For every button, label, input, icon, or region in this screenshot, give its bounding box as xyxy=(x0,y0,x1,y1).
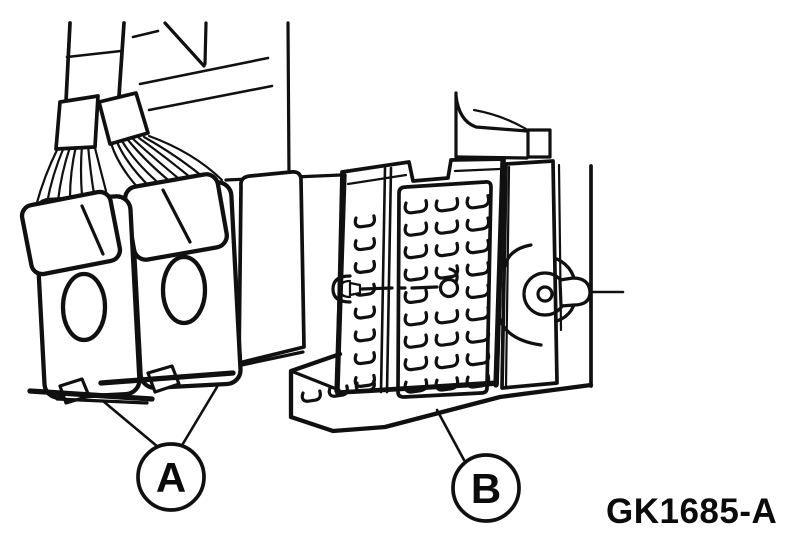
vent-grille-panel xyxy=(396,180,493,399)
mounting-bracket xyxy=(454,91,552,160)
module-side-panel xyxy=(497,159,625,390)
vent-louvre xyxy=(434,197,460,213)
vent-louvre xyxy=(465,306,491,322)
vent-louvre xyxy=(403,355,429,372)
vent-louvre xyxy=(465,350,491,367)
side-stud xyxy=(558,276,592,308)
connector-left xyxy=(19,189,236,405)
vent-row-flange xyxy=(300,379,376,403)
callout-b-label: B xyxy=(471,465,501,512)
callout-a-circle xyxy=(136,442,206,512)
harness-tape-wrap xyxy=(97,91,150,146)
vent-louvre xyxy=(403,199,429,215)
vent-louvre xyxy=(403,333,429,349)
module xyxy=(288,91,625,434)
vent-louvre xyxy=(353,351,377,366)
vent-louvre xyxy=(403,221,429,237)
vent-louvre xyxy=(434,331,460,347)
vent-column-left xyxy=(353,214,377,388)
alignment-hole xyxy=(438,277,460,299)
vent-louvre xyxy=(403,288,429,304)
vent-louvre xyxy=(465,283,491,299)
vent-louvre xyxy=(434,241,460,258)
vent-louvre xyxy=(434,219,460,235)
callout-a: A xyxy=(101,385,219,512)
vent-louvre xyxy=(354,379,376,393)
vent-louvre xyxy=(327,384,349,398)
vent-louvre xyxy=(403,266,429,282)
vent-louvre xyxy=(465,216,491,232)
rear-connector-panel xyxy=(235,170,306,368)
connector-latch-oval xyxy=(60,271,108,343)
vent-louvre xyxy=(353,259,377,274)
vent-louvre xyxy=(465,328,491,344)
connector-flap xyxy=(19,189,123,277)
vent-grille xyxy=(403,194,491,394)
vent-louvre xyxy=(353,328,377,343)
vent-louvre xyxy=(353,214,377,229)
callout-b-circle xyxy=(451,453,521,523)
vent-louvre xyxy=(465,194,491,210)
module-front-face xyxy=(334,157,506,399)
side-boss-center xyxy=(536,285,554,303)
alignment-dash-line xyxy=(360,285,439,291)
figure-code: GK1685-A xyxy=(606,492,777,531)
vent-louvre xyxy=(403,243,429,260)
mounting-bolt xyxy=(331,274,362,304)
connector-latch-oval xyxy=(160,254,208,326)
vent-louvre xyxy=(434,353,460,370)
vent-louvre xyxy=(353,237,377,252)
vent-louvre xyxy=(300,389,322,403)
vent-louvre xyxy=(465,261,491,277)
vent-louvre xyxy=(465,238,491,255)
connector-right xyxy=(123,172,243,394)
callout-a-label: A xyxy=(156,454,186,501)
harness-tape-wrap xyxy=(54,94,100,151)
vent-louvre xyxy=(434,264,460,280)
vent-louvre xyxy=(403,311,429,327)
vent-louvre xyxy=(434,309,460,325)
callout-b: B xyxy=(435,408,521,523)
vent-louvre xyxy=(353,305,377,320)
module-base-flange xyxy=(288,351,594,434)
